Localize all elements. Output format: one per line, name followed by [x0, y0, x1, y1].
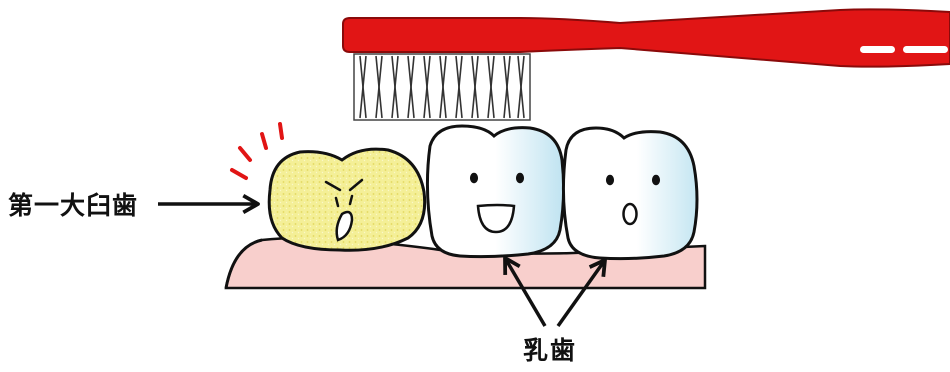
baby-teeth-label: 乳歯 [523, 331, 577, 367]
first-molar-label: 第一大臼歯 [8, 186, 138, 222]
handle-stripe [860, 46, 895, 53]
toothbrush-icon [343, 9, 950, 120]
baby-tooth-icon [427, 126, 563, 257]
handle-stripe [903, 46, 948, 53]
bristles [354, 54, 530, 120]
molar-tooth-icon [269, 149, 424, 250]
baby-tooth-icon [563, 128, 697, 259]
